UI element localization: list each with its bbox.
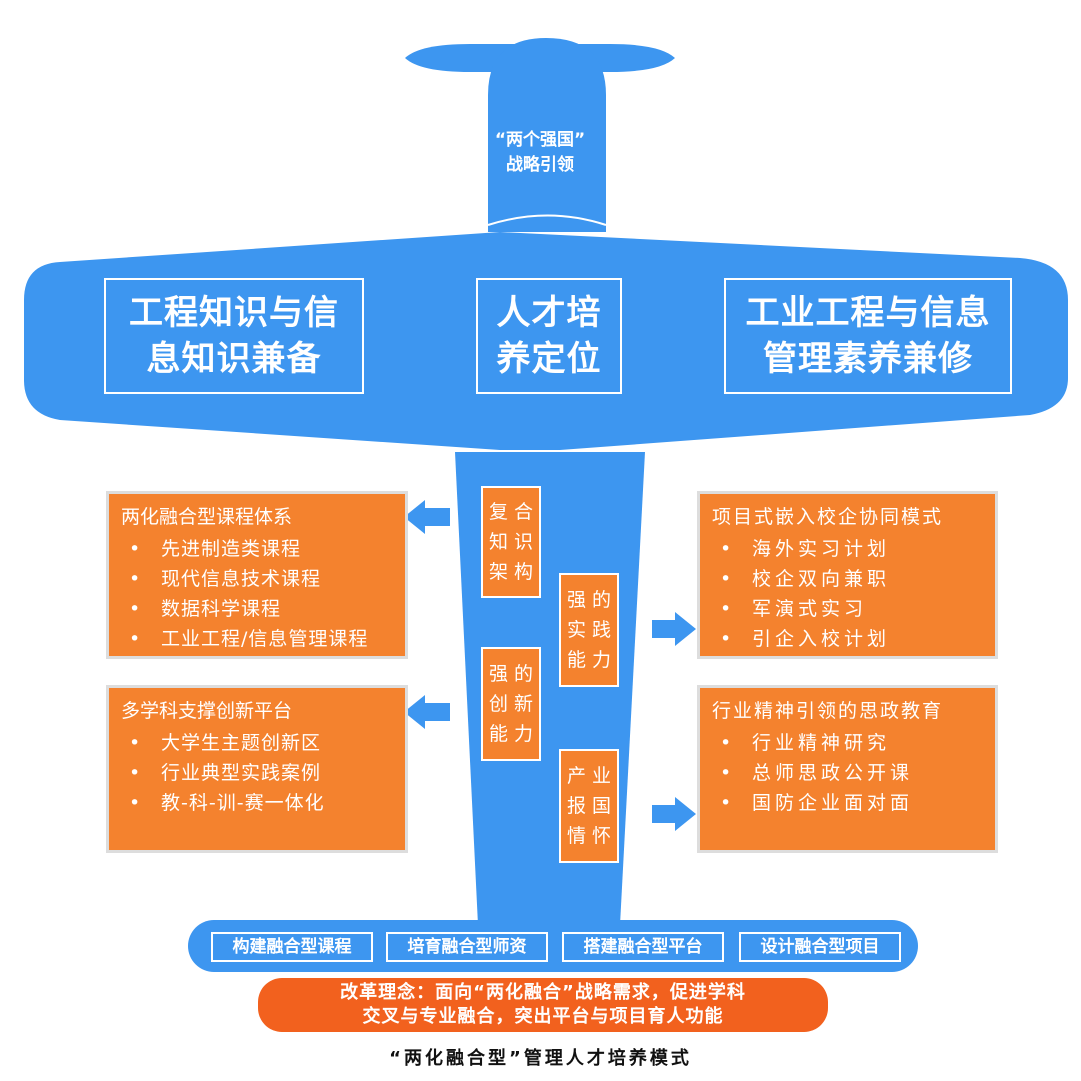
wing-center-line-1: 人才培 — [496, 293, 602, 333]
list-item: • 引企入校计划 — [700, 624, 995, 654]
bullet-icon: • — [129, 732, 142, 754]
panel-list: • 大学生主题创新区 • 行业典型实践案例 • 教-科-训-赛一体化 — [109, 728, 405, 818]
reform-line-1: 改革理念：面向“两化融合”战略需求，促进学科 — [340, 982, 746, 1003]
body-box-innovation: 强的 创新 能力 — [481, 647, 541, 761]
list-item: • 海外实习计划 — [700, 534, 995, 564]
panel-list: • 行业精神研究 • 总师思政公开课 • 国防企业面对面 — [700, 728, 995, 818]
tail-item-platform: 搭建融合型平台 — [562, 932, 724, 962]
body-box-patriotism-line: 情怀 — [567, 825, 618, 847]
nose-label: “两个强国” 战略引领 — [480, 128, 600, 178]
list-item-text: 大学生主题创新区 — [161, 732, 322, 754]
panel-ideological-education: 行业精神引领的思政教育 • 行业精神研究 • 总师思政公开课 • 国防企业面对面 — [697, 685, 998, 853]
body-box-innovation-line: 强的 — [489, 663, 540, 685]
list-item: • 行业精神研究 — [700, 728, 995, 758]
bullet-icon: • — [720, 792, 736, 814]
list-item-text: 军演式实习 — [752, 598, 868, 620]
list-item-text: 总师思政公开课 — [752, 762, 914, 784]
body-box-patriotism: 产业 报国 情怀 — [559, 749, 619, 863]
panel-list: • 海外实习计划 • 校企双向兼职 • 军演式实习 • 引企入校计划 — [700, 534, 995, 654]
list-item: • 校企双向兼职 — [700, 564, 995, 594]
list-item-text: 校企双向兼职 — [752, 568, 891, 590]
bullet-icon: • — [720, 598, 736, 620]
body-box-knowledge-line: 知识 — [489, 531, 540, 553]
list-item-text: 引企入校计划 — [752, 628, 891, 650]
panel-title: 两化融合型课程体系 — [121, 506, 293, 528]
arrow-right-bottom-icon — [652, 797, 696, 831]
panel-title: 多学科支撑创新平台 — [121, 700, 293, 722]
list-item: • 军演式实习 — [700, 594, 995, 624]
wing-left-line-1: 工程知识与信 — [129, 293, 339, 333]
bullet-icon: • — [720, 568, 736, 590]
body-box-knowledge-line: 复合 — [489, 501, 540, 523]
arrow-left-top-icon — [404, 500, 450, 534]
bullet-icon: • — [720, 762, 736, 784]
body-box-patriotism-line: 产业 — [567, 765, 618, 787]
wing-box-right: 工业工程与信息 管理素养兼修 — [724, 278, 1012, 394]
wing-right-line-2: 管理素养兼修 — [763, 339, 973, 379]
panel-title: 项目式嵌入校企协同模式 — [712, 506, 944, 528]
bullet-icon: • — [129, 762, 142, 784]
list-item-text: 行业精神研究 — [752, 732, 891, 754]
plane-nose — [488, 38, 606, 232]
figure-caption: “两化融合型”管理人才培养模式 — [389, 1048, 692, 1069]
nose-line-2: 战略引领 — [506, 155, 574, 175]
list-item-text: 国防企业面对面 — [752, 792, 914, 814]
list-item-text: 数据科学课程 — [161, 598, 282, 620]
tail-item-courses: 构建融合型课程 — [211, 932, 373, 962]
list-item: • 数据科学课程 — [109, 594, 405, 624]
bullet-icon: • — [129, 538, 142, 560]
wing-center-line-2: 养定位 — [496, 339, 602, 379]
list-item-text: 先进制造类课程 — [161, 538, 302, 560]
list-item-text: 海外实习计划 — [752, 538, 891, 560]
panel-enterprise-collaboration: 项目式嵌入校企协同模式 • 海外实习计划 • 校企双向兼职 • 军演式实习 • 引企入校… — [697, 491, 998, 659]
list-item-text: 工业工程/信息管理课程 — [161, 628, 369, 650]
body-box-knowledge: 复合 知识 架构 — [481, 486, 541, 598]
panel-course-system: 两化融合型课程体系 • 先进制造类课程 • 现代信息技术课程 • 数据科学课程 • 工业… — [106, 491, 408, 659]
list-item-text: 教-科-训-赛一体化 — [161, 792, 325, 814]
body-box-practice-line: 强的 — [567, 589, 618, 611]
list-item-text: 现代信息技术课程 — [161, 568, 322, 590]
bullet-icon: • — [720, 732, 736, 754]
panel-innovation-platform: 多学科支撑创新平台 • 大学生主题创新区 • 行业典型实践案例 • 教-科-训-赛一体… — [106, 685, 408, 853]
arrow-left-bottom-icon — [404, 695, 450, 729]
list-item: • 先进制造类课程 — [109, 534, 405, 564]
panel-list: • 先进制造类课程 • 现代信息技术课程 • 数据科学课程 • 工业工程/信息管理课程 — [109, 534, 405, 654]
reform-concept: 改革理念：面向“两化融合”战略需求，促进学科 交叉与专业融合，突出平台与项目育人… — [258, 978, 828, 1032]
body-box-practice-line: 实践 — [567, 619, 618, 641]
list-item: • 总师思政公开课 — [700, 758, 995, 788]
tail-item-projects: 设计融合型项目 — [739, 932, 901, 962]
bullet-icon: • — [720, 538, 736, 560]
list-item: • 工业工程/信息管理课程 — [109, 624, 405, 654]
bullet-icon: • — [129, 598, 142, 620]
list-item-text: 行业典型实践案例 — [161, 762, 322, 784]
wing-right-line-1: 工业工程与信息 — [745, 293, 991, 333]
wing-box-left: 工程知识与信 息知识兼备 — [104, 278, 364, 394]
bullet-icon: • — [720, 628, 736, 650]
tail-item-teachers: 培育融合型师资 — [386, 932, 548, 962]
reform-line-2: 交叉与专业融合，突出平台与项目育人功能 — [362, 1006, 724, 1027]
plane-wings — [24, 232, 1068, 450]
body-box-patriotism-line: 报国 — [567, 795, 618, 817]
list-item: • 现代信息技术课程 — [109, 564, 405, 594]
list-item: • 行业典型实践案例 — [109, 758, 405, 788]
body-box-innovation-line: 创新 — [489, 693, 540, 715]
nose-line-1: “两个强国” — [494, 130, 586, 150]
wing-box-center: 人才培 养定位 — [476, 278, 622, 394]
bullet-icon: • — [129, 792, 142, 814]
panel-title: 行业精神引领的思政教育 — [712, 700, 944, 722]
body-box-innovation-line: 能力 — [489, 723, 540, 745]
list-item: • 大学生主题创新区 — [109, 728, 405, 758]
body-box-knowledge-line: 架构 — [489, 561, 540, 583]
bullet-icon: • — [129, 568, 142, 590]
wing-left-line-2: 息知识兼备 — [146, 339, 322, 379]
list-item: • 国防企业面对面 — [700, 788, 995, 818]
bullet-icon: • — [129, 628, 142, 650]
body-box-practice-line: 能力 — [567, 649, 618, 671]
body-box-practice: 强的 实践 能力 — [559, 573, 619, 687]
arrow-right-top-icon — [652, 612, 696, 646]
nose-seam — [487, 214, 607, 226]
list-item: • 教-科-训-赛一体化 — [109, 788, 405, 818]
